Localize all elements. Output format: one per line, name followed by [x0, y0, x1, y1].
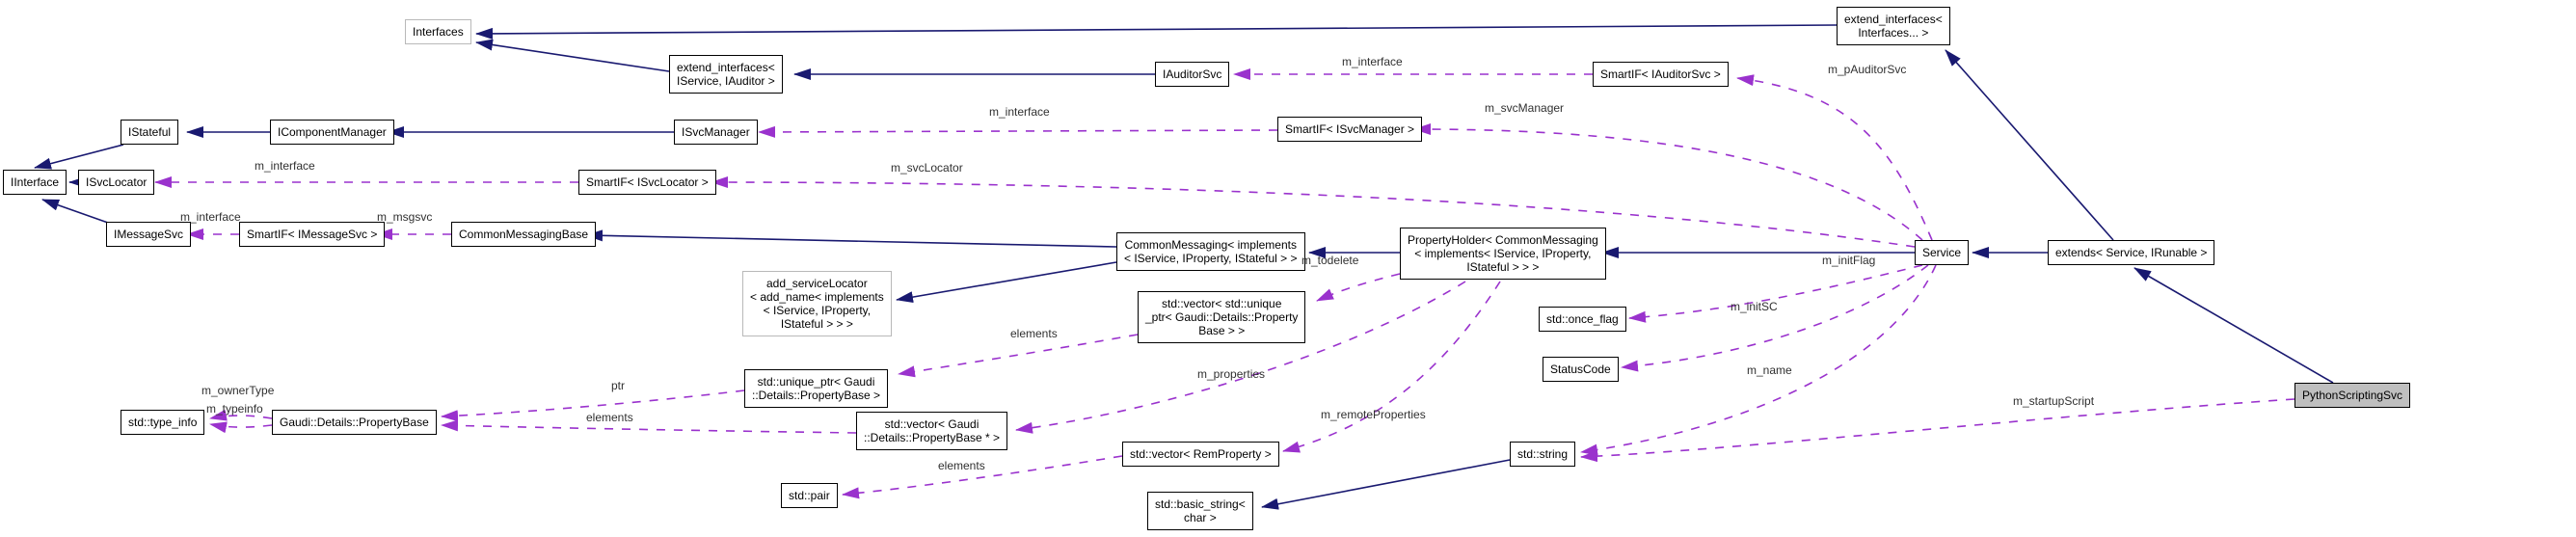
- edge-vectorpropertybaseptr-to-propertybase: [441, 419, 857, 434]
- node-isvclocator[interactable]: ISvcLocator: [78, 170, 155, 195]
- node-pythonscriptingsvc: PythonScriptingSvc: [2294, 383, 2411, 408]
- node-commonmessaging[interactable]: CommonMessaging< implements < IService, …: [1116, 232, 1305, 271]
- edge-uniqueptr-to-propertybase: [441, 389, 745, 422]
- node-stdpair[interactable]: std::pair: [781, 483, 838, 508]
- node-icomponentmanager[interactable]: IComponentManager: [270, 120, 394, 145]
- edge-stdstring-to-basicstring: [1261, 459, 1511, 510]
- edge-label-m-ownertype: m_ownerType: [201, 384, 275, 397]
- node-iauditorsvc[interactable]: IAuditorSvc: [1155, 62, 1230, 87]
- edge-istateful-to-iinterface: [34, 144, 124, 170]
- node-interfaces[interactable]: Interfaces: [405, 19, 471, 44]
- edge-label-m-initsc: m_initSC: [1731, 300, 1778, 313]
- node-extends-service-irunable[interactable]: extends< Service, IRunable >: [2048, 240, 2215, 265]
- edge-smartifisvcmanager-to-isvcmanager: [758, 125, 1278, 138]
- node-type-info[interactable]: std::type_info: [121, 410, 205, 435]
- node-extend-interfaces-iservice-iauditor[interactable]: extend_interfaces< IService, IAuditor >: [669, 55, 783, 94]
- edge-propertybase-to-typeinfo-ownertype: [209, 409, 273, 421]
- node-smartif-iauditorsvc[interactable]: SmartIF< IAuditorSvc >: [1593, 62, 1729, 87]
- edge-service-to-smartifisvcmanager: [1413, 123, 1923, 241]
- edge-service-to-statuscode: [1621, 264, 1929, 372]
- node-propertyholder[interactable]: PropertyHolder< CommonMessaging < implem…: [1400, 228, 1606, 280]
- node-once-flag[interactable]: std::once_flag: [1539, 307, 1626, 332]
- edge-propertyholder-to-vectorremproperty: [1282, 281, 1501, 453]
- edge-label-m-properties: m_properties: [1197, 367, 1266, 381]
- node-service[interactable]: Service: [1915, 240, 1970, 265]
- edge-service-to-onceflag: [1628, 264, 1923, 323]
- node-istateful[interactable]: IStateful: [121, 120, 179, 145]
- node-vector-remproperty[interactable]: std::vector< RemProperty >: [1122, 442, 1279, 467]
- edge-label-elements-propertybase: elements: [586, 411, 633, 424]
- node-imessagesvc[interactable]: IMessageSvc: [106, 222, 192, 247]
- node-commonmessagingbase[interactable]: CommonMessagingBase: [451, 222, 597, 247]
- edge-service-to-smartifisvclocator: [711, 176, 1916, 248]
- node-smartif-imessagesvc[interactable]: SmartIF< IMessageSvc >: [239, 222, 386, 247]
- edge-service-to-smartifiauditorsvc: [1736, 74, 1933, 241]
- edge-commonmessaging-to-addservicelocator: [896, 261, 1117, 304]
- edge-label-elements-uniqueptr: elements: [1010, 327, 1058, 340]
- edge-label-m-interface-svclocator: m_interface: [255, 159, 315, 173]
- node-add-servicelocator[interactable]: add_serviceLocator < add_name< implement…: [742, 271, 892, 336]
- edge-imessagesvc-to-iinterface: [41, 199, 109, 224]
- edge-label-m-startupscript: m_startupScript: [2013, 394, 2095, 408]
- node-statuscode[interactable]: StatusCode: [1543, 357, 1619, 382]
- edge-label-m-interface-svcmanager: m_interface: [989, 105, 1050, 119]
- node-smartif-isvclocator[interactable]: SmartIF< ISvcLocator >: [578, 170, 716, 195]
- node-smartif-isvcmanager[interactable]: SmartIF< ISvcManager >: [1277, 117, 1423, 142]
- edge-extends-to-extendinterfaces2: [1945, 49, 2114, 241]
- edge-label-m-msgsvc: m_msgsvc: [377, 210, 433, 224]
- edge-label-m-name: m_name: [1747, 363, 1792, 377]
- edge-label-m-svclocator: m_svcLocator: [891, 161, 963, 175]
- edge-label-m-svcmanager: m_svcManager: [1485, 101, 1565, 115]
- edge-commonmessaging-to-commonmessagingbase: [585, 229, 1117, 248]
- edge-label-m-remoteproperties: m_remoteProperties: [1321, 408, 1426, 421]
- edge-propertyholder-to-vectorpropertybaseptr: [1015, 281, 1466, 434]
- node-propertybase[interactable]: Gaudi::Details::PropertyBase: [272, 410, 437, 435]
- node-isvcmanager[interactable]: ISvcManager: [674, 120, 758, 145]
- edge-vectoruniqueptr-to-uniqueptr: [898, 334, 1139, 378]
- node-iinterface[interactable]: IInterface: [3, 170, 67, 195]
- edge-vectorremproperty-to-stdpair: [842, 455, 1123, 499]
- node-uniqueptr-propertybase[interactable]: std::unique_ptr< Gaudi ::Details::Proper…: [744, 369, 889, 408]
- edge-service-to-stdstring: [1580, 264, 1937, 456]
- node-vector-propertybase-ptr[interactable]: std::vector< Gaudi ::Details::PropertyBa…: [856, 412, 1008, 450]
- node-extend-interfaces-interfaces[interactable]: extend_interfaces< Interfaces... >: [1837, 7, 1950, 45]
- edge-propertybase-to-typeinfo-typeinfo: [209, 421, 273, 434]
- edge-label-m-pauditorsvc: m_pAuditorSvc: [1828, 63, 1907, 76]
- edge-extendinterfaces1-to-interfaces: [475, 39, 670, 72]
- edge-pythonscriptingsvc-to-stdstring: [1580, 398, 2295, 463]
- node-basic-string[interactable]: std::basic_string< char >: [1147, 492, 1253, 530]
- edge-label-ptr: ptr: [611, 379, 626, 392]
- edge-label-m-typeinfo: m_typeinfo: [206, 402, 263, 416]
- edge-label-m-interface-messagesvc: m_interface: [180, 210, 241, 224]
- edge-label-m-initflag: m_initFlag: [1822, 254, 1876, 267]
- edge-extendinterfaces2-to-interfaces: [475, 24, 1838, 40]
- node-stdstring[interactable]: std::string: [1510, 442, 1576, 467]
- edge-propertyholder-to-vectoruniqueptr: [1316, 273, 1401, 302]
- node-vector-uniqueptr-propertybase[interactable]: std::vector< std::unique _ptr< Gaudi::De…: [1138, 291, 1306, 343]
- edge-pythonscriptingsvc-to-extends: [2133, 267, 2334, 384]
- edge-label-m-todelete: m_todelete: [1301, 254, 1359, 267]
- edge-label-elements-pair: elements: [938, 459, 985, 472]
- edge-label-m-interface-auditor: m_interface: [1342, 55, 1403, 68]
